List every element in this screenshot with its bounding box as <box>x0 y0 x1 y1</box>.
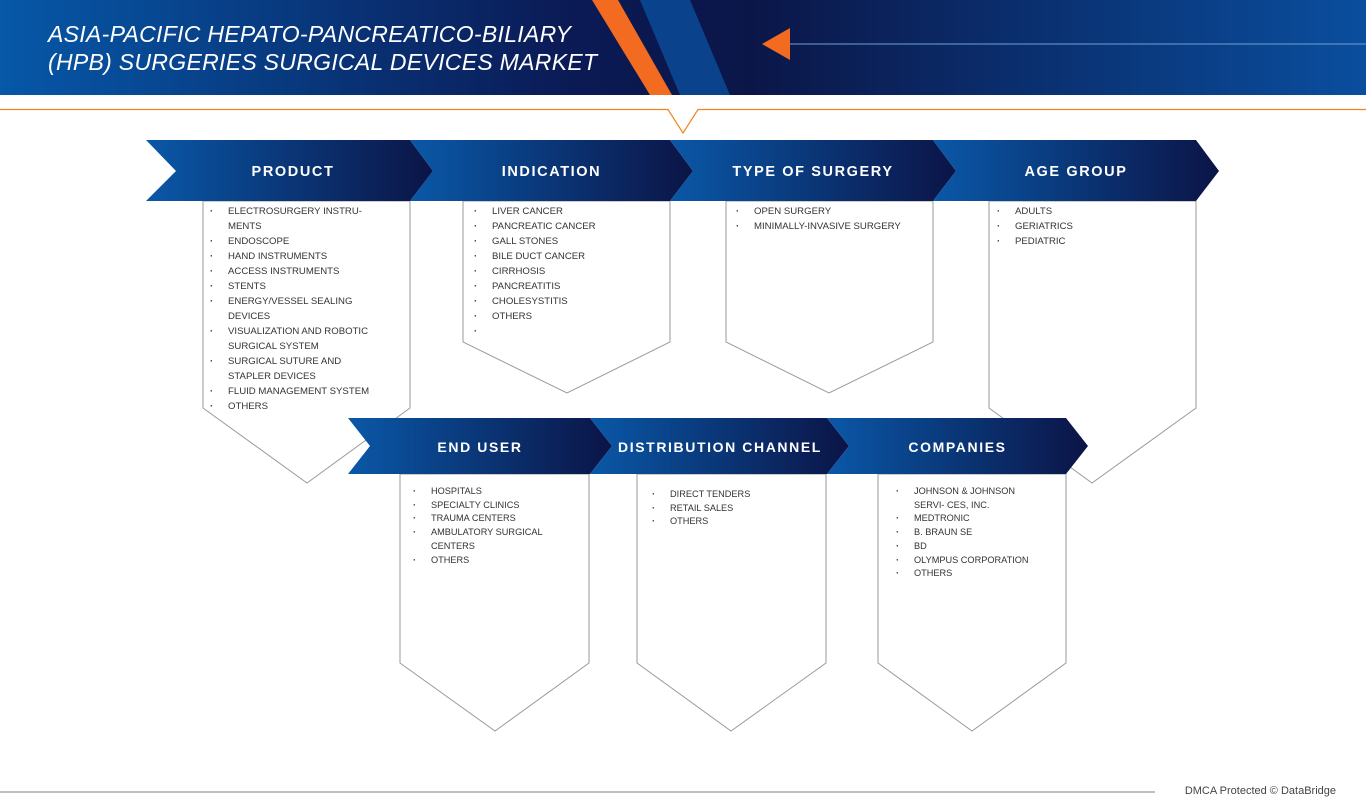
list-item: OTHERS <box>210 399 380 414</box>
list-item: PANCREATIC CANCER <box>474 219 664 234</box>
list-item: BILE DUCT CANCER <box>474 249 664 264</box>
list-item: SURGICAL SUTURE AND STAPLER DEVICES <box>210 354 380 384</box>
list-item: OLYMPUS CORPORATION <box>896 554 1046 568</box>
list-item: LIVER CANCER <box>474 204 664 219</box>
header-banner <box>0 0 1366 95</box>
list-item: DIRECT TENDERS <box>652 488 812 502</box>
end-user-label: END USER <box>437 439 523 455</box>
distribution-channel-list: DIRECT TENDERSRETAIL SALESOTHERS <box>652 488 812 529</box>
product-list: ELECTROSURGERY INSTRU- MENTSENDOSCOPEHAN… <box>210 204 380 414</box>
list-item: RETAIL SALES <box>652 502 812 516</box>
list-item: CIRRHOSIS <box>474 264 664 279</box>
product-label: PRODUCT <box>251 164 335 180</box>
list-item: VISUALIZATION AND ROBOTIC SURGICAL SYSTE… <box>210 324 380 354</box>
list-item: B. BRAUN SE <box>896 526 1046 540</box>
list-item: BD <box>896 540 1046 554</box>
companies-chevron <box>827 418 1088 474</box>
list-item: CHOLESYSTITIS <box>474 294 664 309</box>
indication-list: LIVER CANCERPANCREATIC CANCERGALL STONES… <box>474 204 664 339</box>
list-item: ACCESS INSTRUMENTS <box>210 264 380 279</box>
orange-arrow-icon <box>762 28 790 60</box>
companies-label: COMPANIES <box>908 439 1007 455</box>
companies-list: JOHNSON & JOHNSON SERVI- CES, INC.MEDTRO… <box>896 485 1046 581</box>
indication-chevron <box>410 140 693 201</box>
list-item: OTHERS <box>413 554 563 568</box>
list-item: AMBULATORY SURGICAL CENTERS <box>413 526 563 553</box>
orange-divider <box>0 108 1366 135</box>
list-item: HOSPITALS <box>413 485 563 499</box>
list-item: OTHERS <box>896 567 1046 581</box>
list-item: STENTS <box>210 279 380 294</box>
type-of-surgery-list: OPEN SURGERYMINIMALLY-INVASIVE SURGERY <box>736 204 926 234</box>
list-item: ENDOSCOPE <box>210 234 380 249</box>
list-item: OTHERS <box>652 515 812 529</box>
list-item: TRAUMA CENTERS <box>413 512 563 526</box>
list-item: PEDIATRIC <box>997 234 1187 249</box>
title-line-1: ASIA-PACIFIC HEPATO-PANCREATICO-BILIARY <box>48 21 572 47</box>
age-group-list: ADULTSGERIATRICSPEDIATRIC <box>997 204 1187 249</box>
list-item: SPECIALTY CLINICS <box>413 499 563 513</box>
list-item: OPEN SURGERY <box>736 204 926 219</box>
product-chevron <box>146 140 433 201</box>
page-title: ASIA-PACIFIC HEPATO-PANCREATICO-BILIARY … <box>48 20 597 76</box>
list-item: MEDTRONIC <box>896 512 1046 526</box>
list-item: GALL STONES <box>474 234 664 249</box>
list-item: HAND INSTRUMENTS <box>210 249 380 264</box>
end-user-list: HOSPITALSSPECIALTY CLINICSTRAUMA CENTERS… <box>413 485 563 567</box>
title-line-2: (HPB) SURGERIES SURGICAL DEVICES MARKET <box>48 49 598 75</box>
list-item: JOHNSON & JOHNSON SERVI- CES, INC. <box>896 485 1046 512</box>
list-item: GERIATRICS <box>997 219 1187 234</box>
list-item: PANCREATITIS <box>474 279 664 294</box>
orange-stripe <box>592 0 672 95</box>
end-user-chevron <box>348 418 612 474</box>
footer-copyright: DMCA Protected © DataBridge <box>1184 785 1336 797</box>
type-of-surgery-chevron <box>670 140 956 201</box>
list-item: ADULTS <box>997 204 1187 219</box>
type-of-surgery-label: TYPE OF SURGERY <box>732 164 894 180</box>
indication-label: INDICATION <box>501 164 602 180</box>
list-item: ELECTROSURGERY INSTRU- MENTS <box>210 204 380 234</box>
list-item: ENERGY/VESSEL SEALING DEVICES <box>210 294 380 324</box>
age-group-label: AGE GROUP <box>1024 164 1128 180</box>
list-item: FLUID MANAGEMENT SYSTEM <box>210 384 380 399</box>
distribution-channel-label: DISTRIBUTION CHANNEL <box>618 439 822 455</box>
age-group-chevron <box>933 140 1219 201</box>
list-item: OTHERS <box>474 309 664 324</box>
list-item: MINIMALLY-INVASIVE SURGERY <box>736 219 926 234</box>
distribution-channel-chevron <box>590 418 849 474</box>
